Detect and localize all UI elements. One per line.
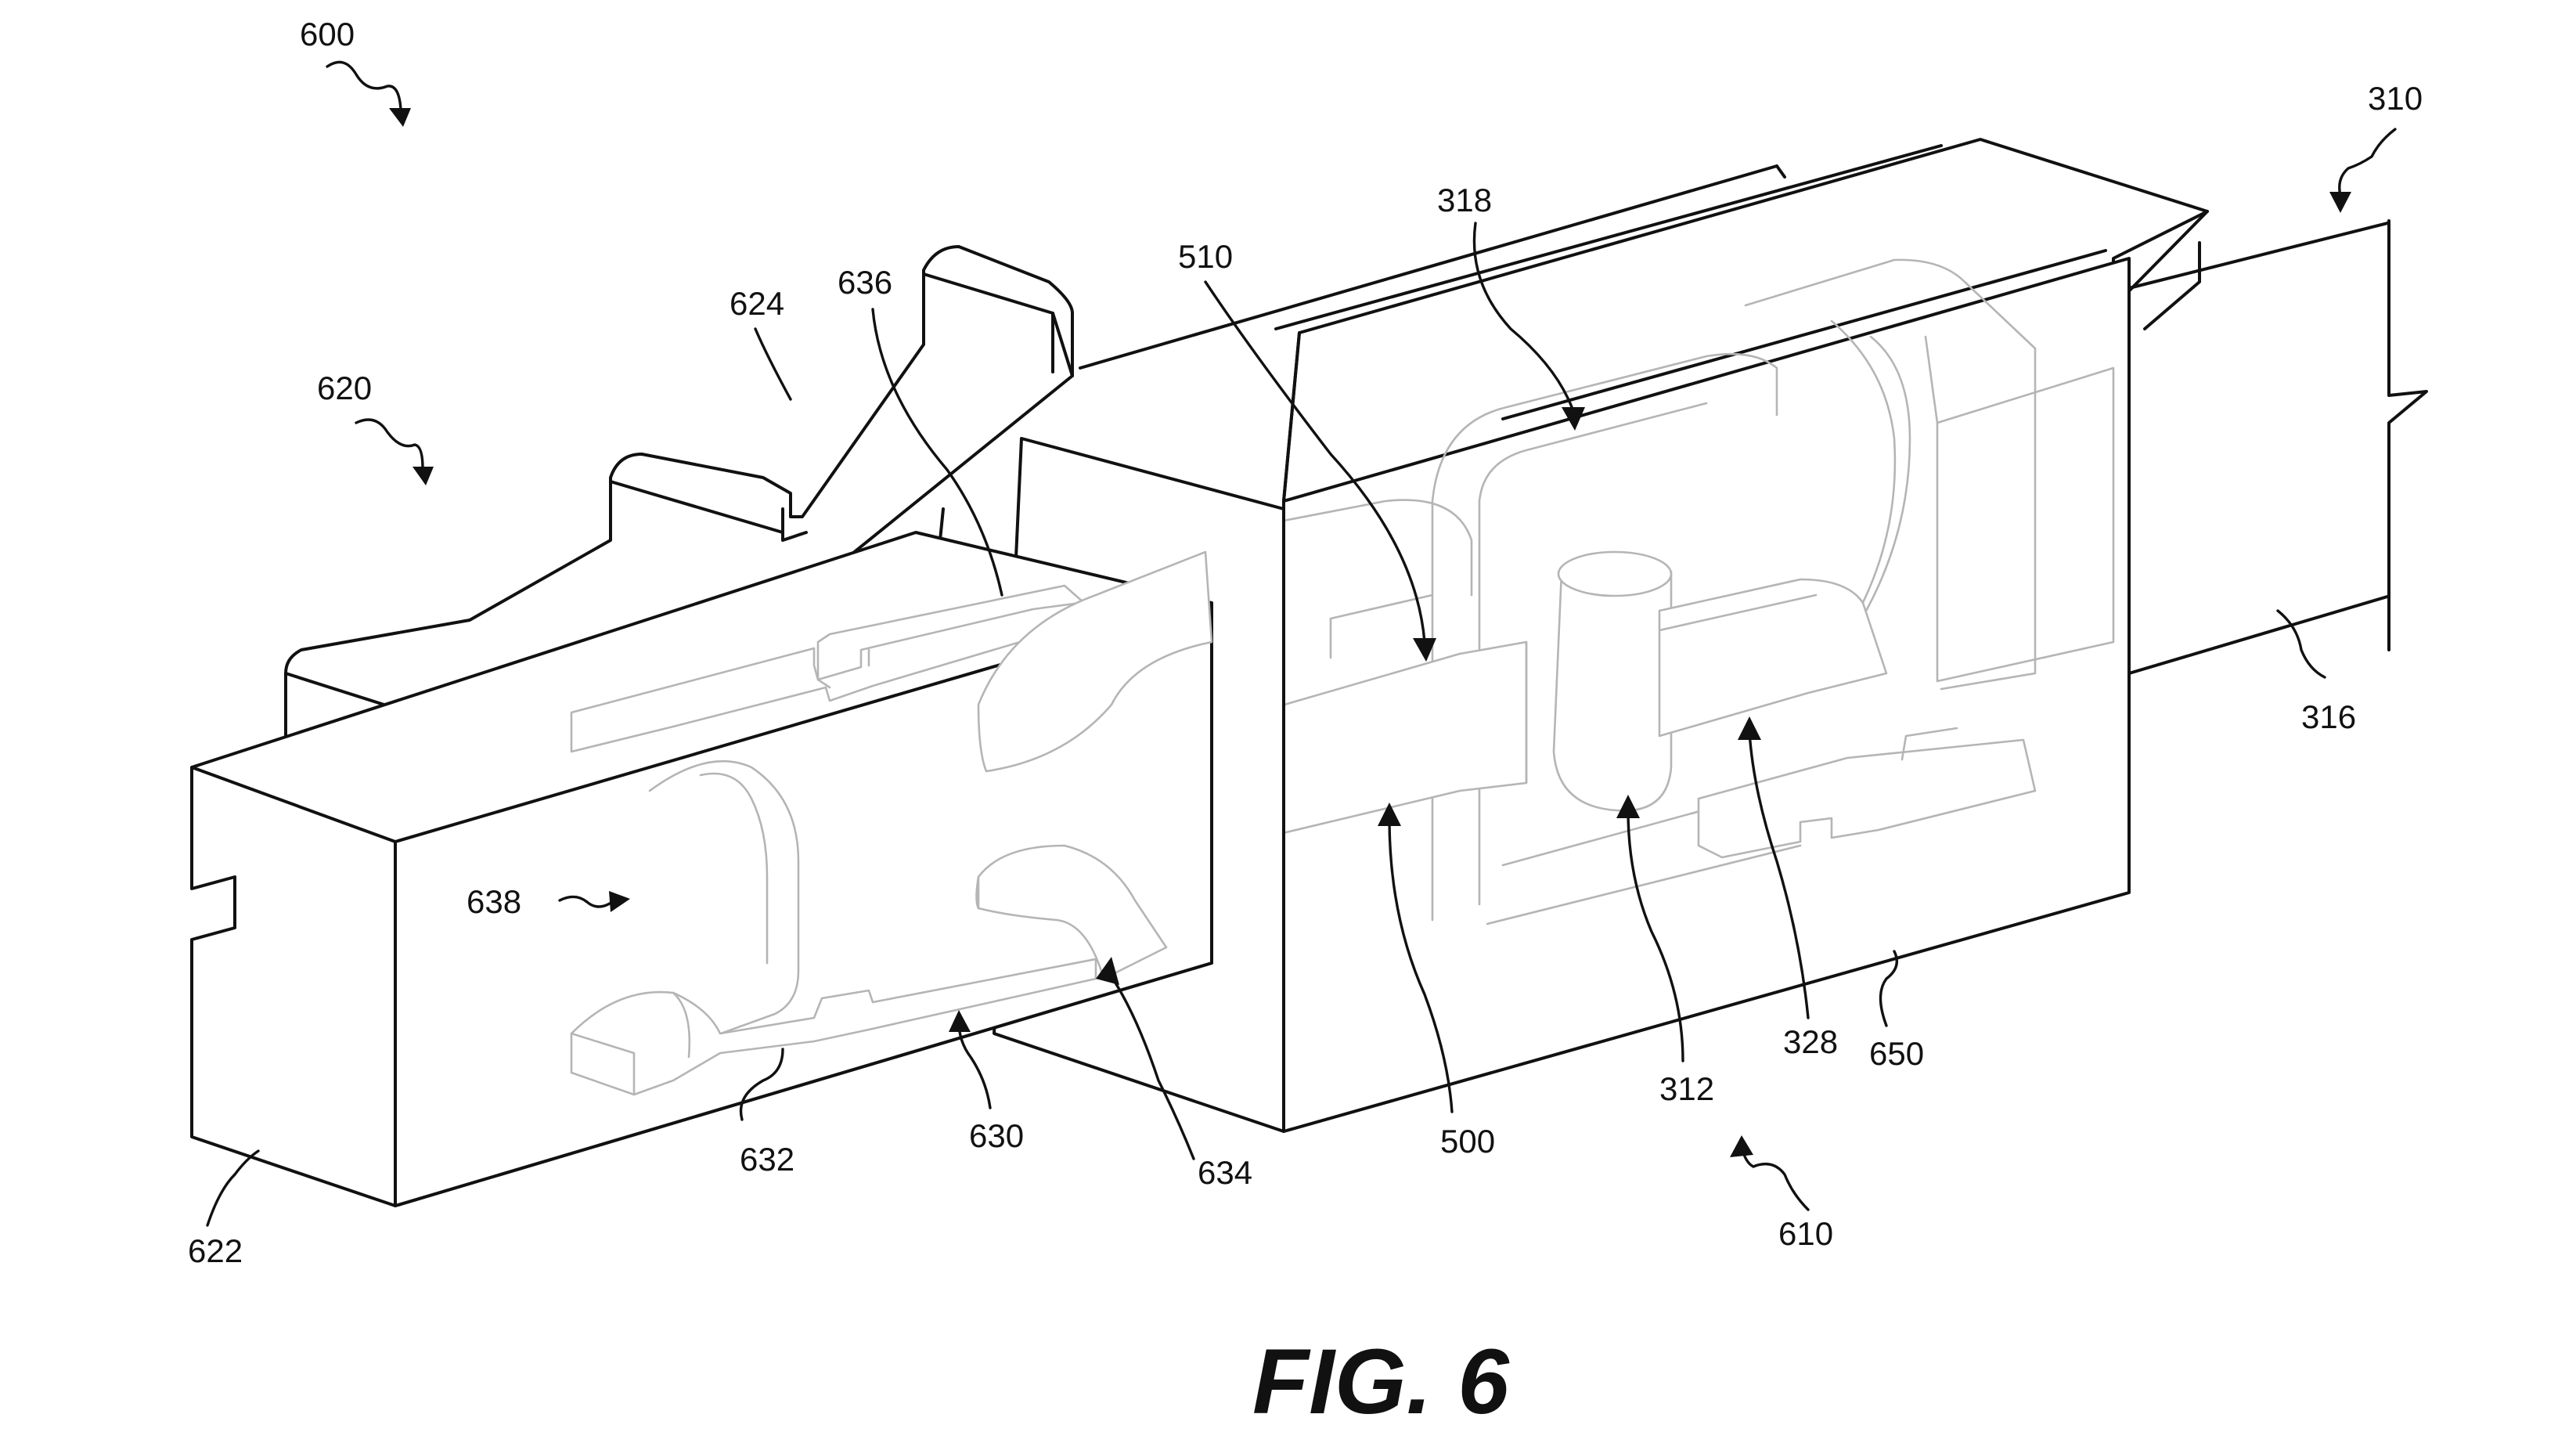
label-634: 634 — [1198, 1154, 1252, 1191]
label-620: 620 — [317, 370, 372, 406]
label-622: 622 — [188, 1232, 243, 1269]
label-316: 316 — [2301, 698, 2356, 735]
label-328: 328 — [1783, 1023, 1838, 1060]
label-310: 310 — [2368, 80, 2423, 117]
label-318: 318 — [1437, 182, 1492, 218]
label-600: 600 — [300, 16, 355, 52]
label-650: 650 — [1869, 1035, 1924, 1072]
figure-caption: FIG. 6 — [1252, 1330, 1510, 1434]
label-632: 632 — [740, 1141, 794, 1178]
reference-labels: 600 620 624 636 510 318 310 316 638 622 … — [188, 16, 2423, 1269]
leader-lines — [206, 60, 2397, 1227]
label-630: 630 — [969, 1117, 1024, 1154]
front-latch-hidden-detail — [570, 550, 1213, 1096]
label-500: 500 — [1440, 1123, 1495, 1160]
label-624: 624 — [730, 285, 784, 322]
label-610: 610 — [1778, 1215, 1833, 1252]
label-636: 636 — [838, 264, 892, 301]
label-510: 510 — [1178, 238, 1233, 275]
label-312: 312 — [1659, 1070, 1714, 1107]
label-638: 638 — [467, 883, 521, 920]
